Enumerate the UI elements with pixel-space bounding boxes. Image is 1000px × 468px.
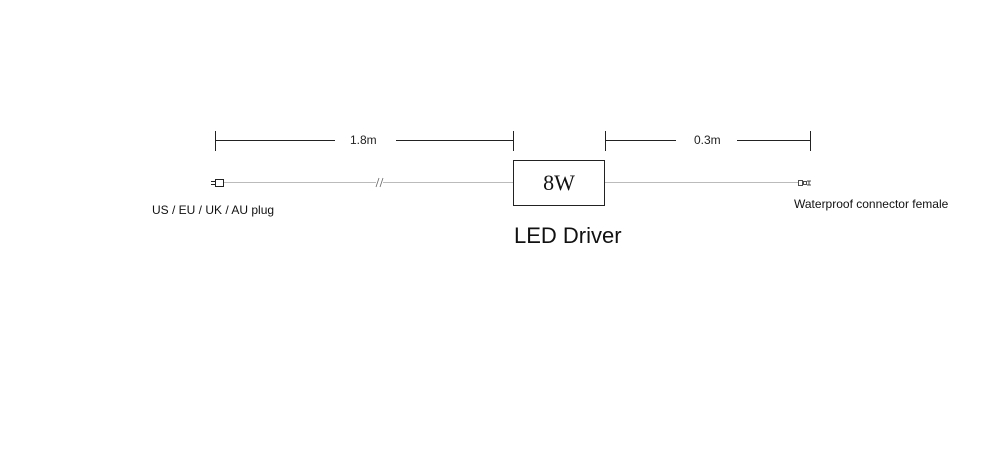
dimension-line-1 [215, 131, 514, 151]
cable-break-icon [375, 177, 384, 188]
dimension-line-2 [605, 131, 811, 151]
plug-label: US / EU / UK / AU plug [152, 203, 275, 217]
plug-icon [211, 179, 224, 187]
connector-icon [798, 180, 811, 186]
led-driver-box: 8W [513, 160, 605, 206]
connector-label: Waterproof connector female [794, 197, 949, 211]
driver-caption: LED Driver [514, 223, 622, 248]
dimension-label-1: 1.8m [350, 133, 377, 147]
driver-wattage: 8W [543, 170, 575, 195]
dimension-label-2: 0.3m [694, 133, 721, 147]
